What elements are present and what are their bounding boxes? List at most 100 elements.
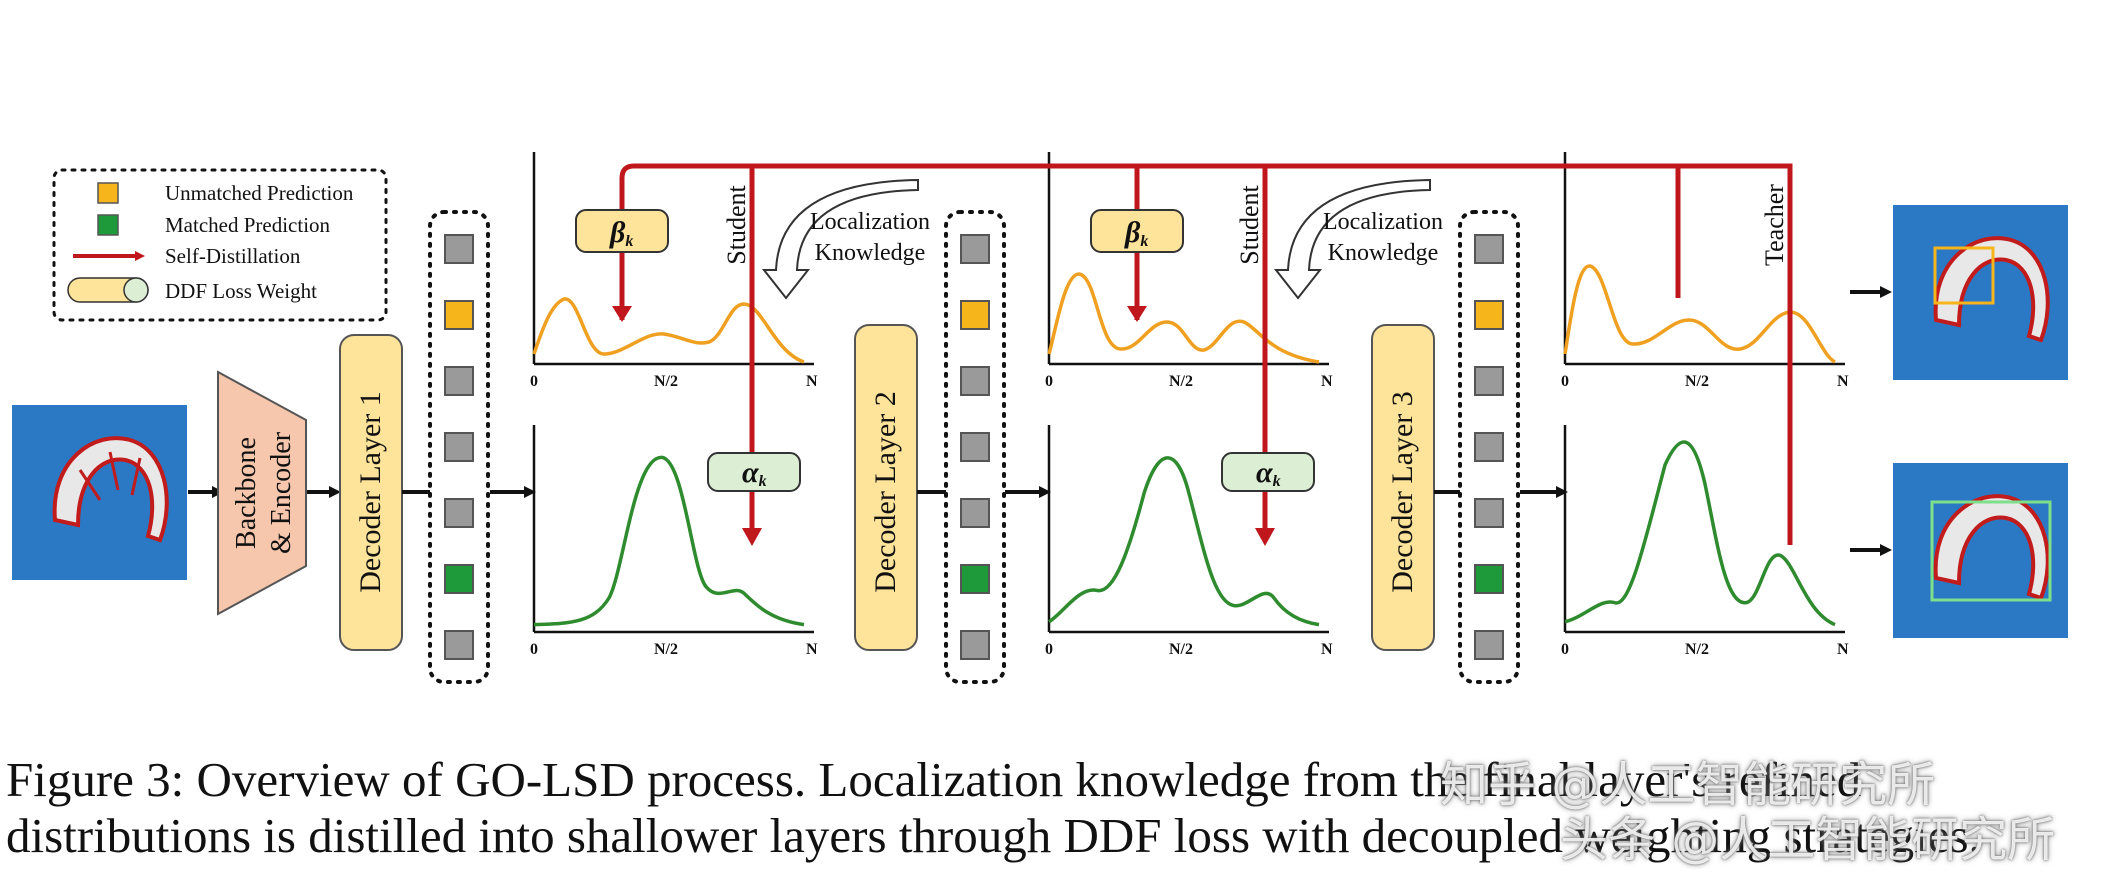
query-green bbox=[444, 564, 474, 594]
distribution-curve bbox=[1048, 456, 1320, 627]
legend-unmatched-swatch bbox=[97, 182, 119, 204]
student-distribution-1-matched: 0 N/2 N bbox=[530, 425, 818, 658]
legend-box bbox=[52, 168, 388, 322]
axis-tick-end: N bbox=[806, 641, 818, 658]
svg-text:βk: βk bbox=[1124, 216, 1148, 250]
query-gray bbox=[444, 234, 474, 264]
distribution-curve bbox=[1564, 440, 1836, 627]
query-gray bbox=[960, 366, 990, 396]
student-distribution-2-matched: 0 N/2 N bbox=[1045, 425, 1333, 658]
axis-tick-start: 0 bbox=[1045, 641, 1053, 658]
axis-tick-mid: N/2 bbox=[654, 373, 678, 390]
legend-matched-label: Matched Prediction bbox=[165, 213, 331, 237]
decoder-layer-1-label: Decoder Layer 1 bbox=[354, 391, 387, 593]
axis-tick-start: 0 bbox=[1561, 641, 1569, 658]
svg-text:Knowledge: Knowledge bbox=[1328, 240, 1439, 266]
legend-unmatched-label: Unmatched Prediction bbox=[165, 181, 354, 205]
query-column-3 bbox=[1458, 210, 1520, 684]
query-column-2 bbox=[944, 210, 1006, 684]
input-image bbox=[12, 405, 187, 580]
legend-self-distillation-label: Self-Distillation bbox=[165, 244, 301, 268]
query-gray bbox=[960, 234, 990, 264]
axis-tick-mid: N/2 bbox=[654, 641, 678, 658]
query-gray bbox=[960, 498, 990, 528]
alpha-badge-1: αk bbox=[707, 452, 801, 492]
prediction-box bbox=[1933, 246, 1995, 305]
axis-tick-end: N bbox=[1321, 373, 1333, 390]
distribution-curve bbox=[533, 455, 805, 627]
query-column-border bbox=[1458, 210, 1520, 684]
student-distribution-1: 0 N/2 N bbox=[530, 152, 818, 390]
query-gray bbox=[1474, 366, 1504, 396]
caption-line-1: Figure 3: Overview of GO-LSD process. Lo… bbox=[6, 752, 1862, 807]
prediction-box bbox=[1930, 500, 2052, 602]
beta-badge-2: βk bbox=[1090, 209, 1184, 253]
encoder-label: & Encoder bbox=[266, 431, 297, 554]
decoder-layer-2-label: Decoder Layer 2 bbox=[869, 391, 902, 593]
distribution-curve bbox=[532, 297, 805, 364]
caption-line-2: distributions is distilled into shallowe… bbox=[6, 808, 1981, 863]
query-green bbox=[1474, 564, 1504, 594]
legend-ddf-weight-label: DDF Loss Weight bbox=[165, 279, 317, 303]
legend: Unmatched Prediction Matched Prediction … bbox=[52, 168, 388, 322]
decoder-layer-2: Decoder Layer 2 bbox=[854, 324, 918, 651]
query-gray bbox=[444, 366, 474, 396]
query-gray bbox=[1474, 432, 1504, 462]
svg-text:Localization: Localization bbox=[1323, 209, 1443, 235]
query-green bbox=[960, 564, 990, 594]
output-image-bottom bbox=[1893, 463, 2068, 638]
curved-arrow-icon bbox=[1273, 178, 1431, 300]
backbone-encoder: Backbone & Encoder bbox=[217, 370, 307, 616]
axis-tick-start: 0 bbox=[530, 373, 538, 390]
query-yellow bbox=[444, 300, 474, 330]
query-gray bbox=[1474, 630, 1504, 660]
beta-badge-1: βk bbox=[575, 209, 669, 253]
localization-knowledge-2: Localization Knowledge bbox=[1273, 178, 1443, 300]
axis-tick-mid: N/2 bbox=[1169, 373, 1193, 390]
teacher-distribution-unmatched: 0 N/2 N bbox=[1561, 152, 1849, 390]
axis-tick-start: 0 bbox=[530, 641, 538, 658]
distribution-curve bbox=[1047, 272, 1320, 364]
student-label-2: Student bbox=[1235, 185, 1264, 265]
query-gray bbox=[444, 432, 474, 462]
decoder-layer-3: Decoder Layer 3 bbox=[1371, 324, 1435, 651]
backbone-label: Backbone bbox=[231, 437, 262, 549]
axis-tick-end: N bbox=[1321, 641, 1333, 658]
axis-tick-mid: N/2 bbox=[1685, 641, 1709, 658]
axis-tick-start: 0 bbox=[1045, 373, 1053, 390]
decoder-layer-1: Decoder Layer 1 bbox=[339, 334, 403, 651]
svg-text:βk: βk bbox=[609, 216, 633, 250]
distribution-curve bbox=[1563, 264, 1837, 364]
axis-tick-end: N bbox=[1837, 373, 1849, 390]
svg-text:αk: αk bbox=[742, 456, 767, 490]
legend-ddf-weight-swatch-green bbox=[123, 277, 149, 303]
query-column-border bbox=[428, 210, 490, 684]
query-gray bbox=[960, 432, 990, 462]
query-column-1 bbox=[428, 210, 490, 684]
student-distribution-2: 0 N/2 N bbox=[1045, 152, 1333, 390]
self-distillation-arrowheads bbox=[612, 306, 1275, 546]
svg-text:Knowledge: Knowledge bbox=[815, 240, 926, 266]
output-image-top bbox=[1893, 205, 2068, 380]
axis-tick-end: N bbox=[806, 373, 818, 390]
query-column-border bbox=[944, 210, 1006, 684]
svg-text:Localization: Localization bbox=[810, 209, 930, 235]
axis-tick-end: N bbox=[1837, 641, 1849, 658]
alpha-badge-2: αk bbox=[1221, 452, 1315, 492]
query-gray bbox=[960, 630, 990, 660]
legend-matched-swatch bbox=[97, 214, 119, 236]
axis-tick-mid: N/2 bbox=[1685, 373, 1709, 390]
teacher-label: Teacher bbox=[1760, 184, 1789, 266]
query-gray bbox=[444, 498, 474, 528]
query-gray bbox=[444, 630, 474, 660]
svg-text:αk: αk bbox=[1256, 456, 1281, 490]
kite-icon bbox=[1933, 236, 2050, 343]
figure-caption: Figure 3: Overview of GO-LSD process. Lo… bbox=[6, 752, 2102, 864]
axis-tick-start: 0 bbox=[1561, 373, 1569, 390]
student-label-1: Student bbox=[722, 185, 751, 265]
query-yellow bbox=[1474, 300, 1504, 330]
localization-knowledge-1: Localization Knowledge bbox=[761, 178, 930, 300]
axis-tick-mid: N/2 bbox=[1169, 641, 1193, 658]
